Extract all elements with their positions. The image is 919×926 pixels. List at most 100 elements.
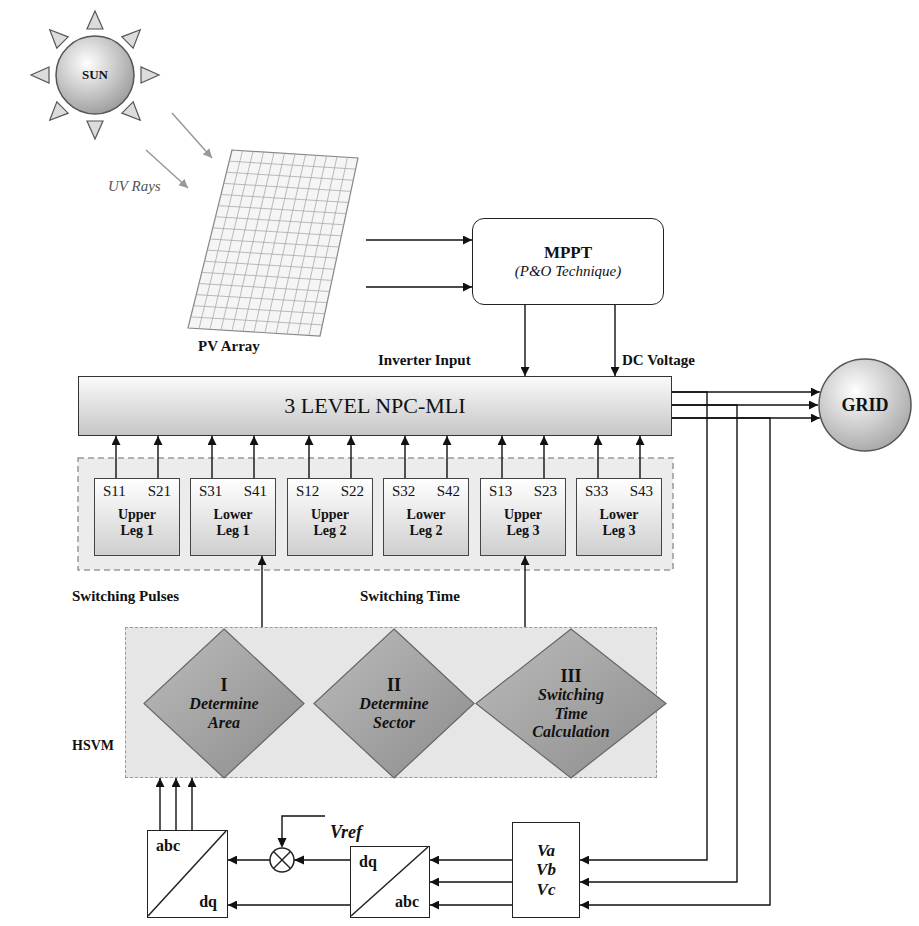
node-text: abc xyxy=(395,893,419,911)
node-text: Lower Leg 3 xyxy=(577,507,661,539)
node-text: S43 xyxy=(630,483,653,500)
leg-switch-box: S33 S43Lower Leg 3 xyxy=(576,478,662,556)
sun-ray xyxy=(50,30,68,48)
signal-label: Switching Time xyxy=(360,588,460,605)
connector-arrow xyxy=(191,778,192,830)
panel-cell-line xyxy=(205,261,335,269)
pv-array-outline xyxy=(186,148,366,363)
connector-arrow xyxy=(524,305,525,376)
grid-circle: GRID xyxy=(818,358,912,452)
leg-switch-box: S32S42Lower Leg 2 xyxy=(383,478,469,556)
panel-cell-line xyxy=(210,239,339,247)
connector-arrow xyxy=(366,239,472,240)
node-text: 3 LEVEL NPC-MLI xyxy=(284,393,465,418)
decision-diamond-outline xyxy=(475,628,667,779)
panel-cell-line xyxy=(194,306,325,314)
diamond-shape xyxy=(314,629,474,778)
sun-rays xyxy=(31,11,159,139)
connector-arrow xyxy=(228,904,350,905)
connector-arrow xyxy=(350,436,351,478)
node-text: Determine Sector xyxy=(344,695,444,732)
node-text: dq xyxy=(359,853,377,871)
node-text: MPPT xyxy=(544,243,592,263)
connector-arrow xyxy=(115,436,116,478)
summing-cross xyxy=(274,852,291,869)
node-text: S41 xyxy=(244,483,267,500)
connector-arrow xyxy=(614,305,615,376)
node-text: S33 xyxy=(585,483,608,500)
node-text: Vc xyxy=(537,880,556,900)
node-text: Lower Leg 2 xyxy=(384,507,468,539)
connector-arrow xyxy=(597,436,598,478)
panel-cell-line xyxy=(224,183,351,191)
summing-junction xyxy=(270,848,294,872)
node-text: S32 xyxy=(392,483,415,500)
node-text: dq xyxy=(199,893,217,911)
node-text: Determine Area xyxy=(174,695,274,732)
decision-diamond: IIDetermine Sector xyxy=(313,628,475,779)
reference-wire xyxy=(282,816,325,840)
connector-arrow xyxy=(159,778,160,830)
connector-arrow xyxy=(261,556,262,627)
node-text: II xyxy=(387,675,401,696)
connector-arrow xyxy=(639,436,640,478)
node-text: abc xyxy=(156,837,180,855)
panel-cell-line xyxy=(218,206,346,214)
pv-array: PV Array xyxy=(186,148,366,363)
panel-cell-line xyxy=(202,272,332,280)
diagonal-divider xyxy=(351,847,428,916)
panel-frame xyxy=(188,150,358,336)
connector-arrow xyxy=(404,436,405,478)
summing-input-arrowhead xyxy=(294,856,304,865)
node-text: PV Array xyxy=(198,338,260,355)
connector-arrow xyxy=(308,436,309,478)
connector-arrow xyxy=(501,436,502,478)
connector-arrow xyxy=(430,904,512,905)
panel-cell-line xyxy=(227,172,354,180)
node-text: GRID xyxy=(841,395,888,416)
connector-arrow xyxy=(175,778,176,830)
panel-cell-line xyxy=(199,284,330,292)
reference-label: Vref xyxy=(330,822,362,843)
sun-circle: SUN xyxy=(55,35,135,115)
node-text: III xyxy=(560,666,581,687)
connector-arrow xyxy=(253,436,254,478)
panel-cell-line xyxy=(229,161,355,169)
decision-diamond: IDetermine Area xyxy=(143,628,305,779)
connector-arrow xyxy=(524,556,525,627)
sun-ray xyxy=(141,67,159,83)
sun-ray xyxy=(122,102,140,120)
node-text: S12 xyxy=(296,483,319,500)
leg-switch-box: S13S23Upper Leg 3 xyxy=(480,478,566,556)
node-text: S21 xyxy=(148,483,171,500)
sun-ray xyxy=(87,11,103,29)
hsvm-block: HSVMIDetermine AreaIIDetermine SectorIII… xyxy=(125,627,657,778)
node-text: S23 xyxy=(534,483,557,500)
diagonal-divider xyxy=(148,831,226,916)
node-text: Upper Leg 1 xyxy=(95,507,179,539)
sun-ray xyxy=(31,67,49,83)
node-text: S22 xyxy=(341,483,364,500)
signal-label: DC Voltage xyxy=(622,352,695,369)
panel-cell-line xyxy=(221,195,349,203)
sun-ray xyxy=(87,121,103,139)
reference-arrowhead xyxy=(278,838,287,848)
voltage-sensor-box: VaVbVc xyxy=(512,822,580,918)
mppt-box: MPPT(P&O Technique) xyxy=(472,218,664,305)
decision-diamond: IIISwitching Time Calculation xyxy=(475,628,667,779)
node-text: I xyxy=(220,675,227,696)
panel-cell-line xyxy=(207,250,336,258)
connector-arrow xyxy=(157,436,158,478)
sun-ray xyxy=(50,102,68,120)
diamond-shape xyxy=(476,629,666,778)
diamond-shape xyxy=(144,629,304,778)
circle-shape xyxy=(819,359,911,451)
connector-arrow xyxy=(211,436,212,478)
node-text: Lower Leg 1 xyxy=(191,507,275,539)
transform-block: dq abc xyxy=(350,846,430,918)
panel-cell-line xyxy=(191,317,323,325)
connector-arrow xyxy=(430,859,512,860)
